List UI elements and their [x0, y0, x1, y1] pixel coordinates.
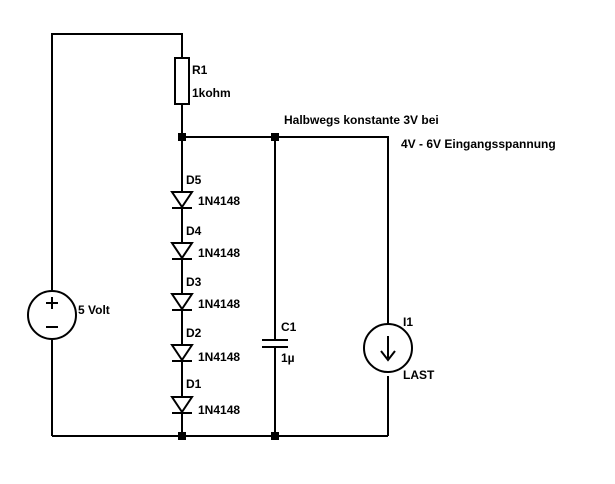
junction-cap-top — [271, 133, 279, 141]
diode-d3-symbol — [170, 293, 194, 311]
diode-d5-symbol — [170, 191, 194, 209]
diode-d1: D1 1N4148 — [170, 377, 240, 417]
resistor-name: R1 — [192, 63, 208, 77]
wires — [51, 33, 389, 437]
junction-cap-bottom — [271, 432, 279, 440]
source-label: 5 Volt — [78, 303, 110, 317]
diode-d4-part: 1N4148 — [198, 246, 240, 260]
diode-d2: D2 1N4148 — [170, 326, 240, 364]
diode-d3-part: 1N4148 — [198, 297, 240, 311]
junction-diode-bottom — [178, 432, 186, 440]
load-name: I1 — [403, 315, 413, 329]
diode-d5-name: D5 — [186, 173, 202, 187]
diode-d4-name: D4 — [186, 224, 202, 238]
diode-d2-part: 1N4148 — [198, 350, 240, 364]
arrow-down-head — [380, 350, 396, 362]
voltage-source-symbol — [27, 290, 77, 340]
diode-d2-symbol — [170, 344, 194, 362]
annotation-line-1: Halbwegs konstante 3V bei — [284, 113, 439, 127]
wire-top-node-right — [182, 136, 389, 330]
resistor-symbol — [174, 57, 190, 105]
diode-d1-part: 1N4148 — [198, 403, 240, 417]
wire-top-left — [51, 33, 183, 290]
diode-d4-symbol — [170, 242, 194, 260]
resistor-value: 1kohm — [192, 86, 231, 100]
voltage-source-circle — [27, 290, 77, 340]
diode-d4: D4 1N4148 — [170, 224, 240, 260]
diode-d1-symbol — [170, 396, 194, 414]
annotation-line-2: 4V - 6V Eingangsspannung — [401, 137, 556, 151]
current-source-symbol — [363, 323, 413, 373]
diode-d2-name: D2 — [186, 326, 202, 340]
capacitor-name: C1 — [281, 320, 297, 334]
capacitor-symbol — [262, 339, 288, 348]
capacitor-value: 1µ — [281, 351, 295, 365]
junction-node-top — [178, 133, 186, 141]
diode-d3-name: D3 — [186, 275, 202, 289]
diode-d1-name: D1 — [186, 377, 202, 391]
diode-d5: D5 1N4148 — [170, 173, 240, 209]
junctions — [178, 133, 279, 440]
load-label: LAST — [403, 368, 435, 382]
diode-d5-part: 1N4148 — [198, 194, 240, 208]
diode-d3: D3 1N4148 — [170, 275, 240, 311]
